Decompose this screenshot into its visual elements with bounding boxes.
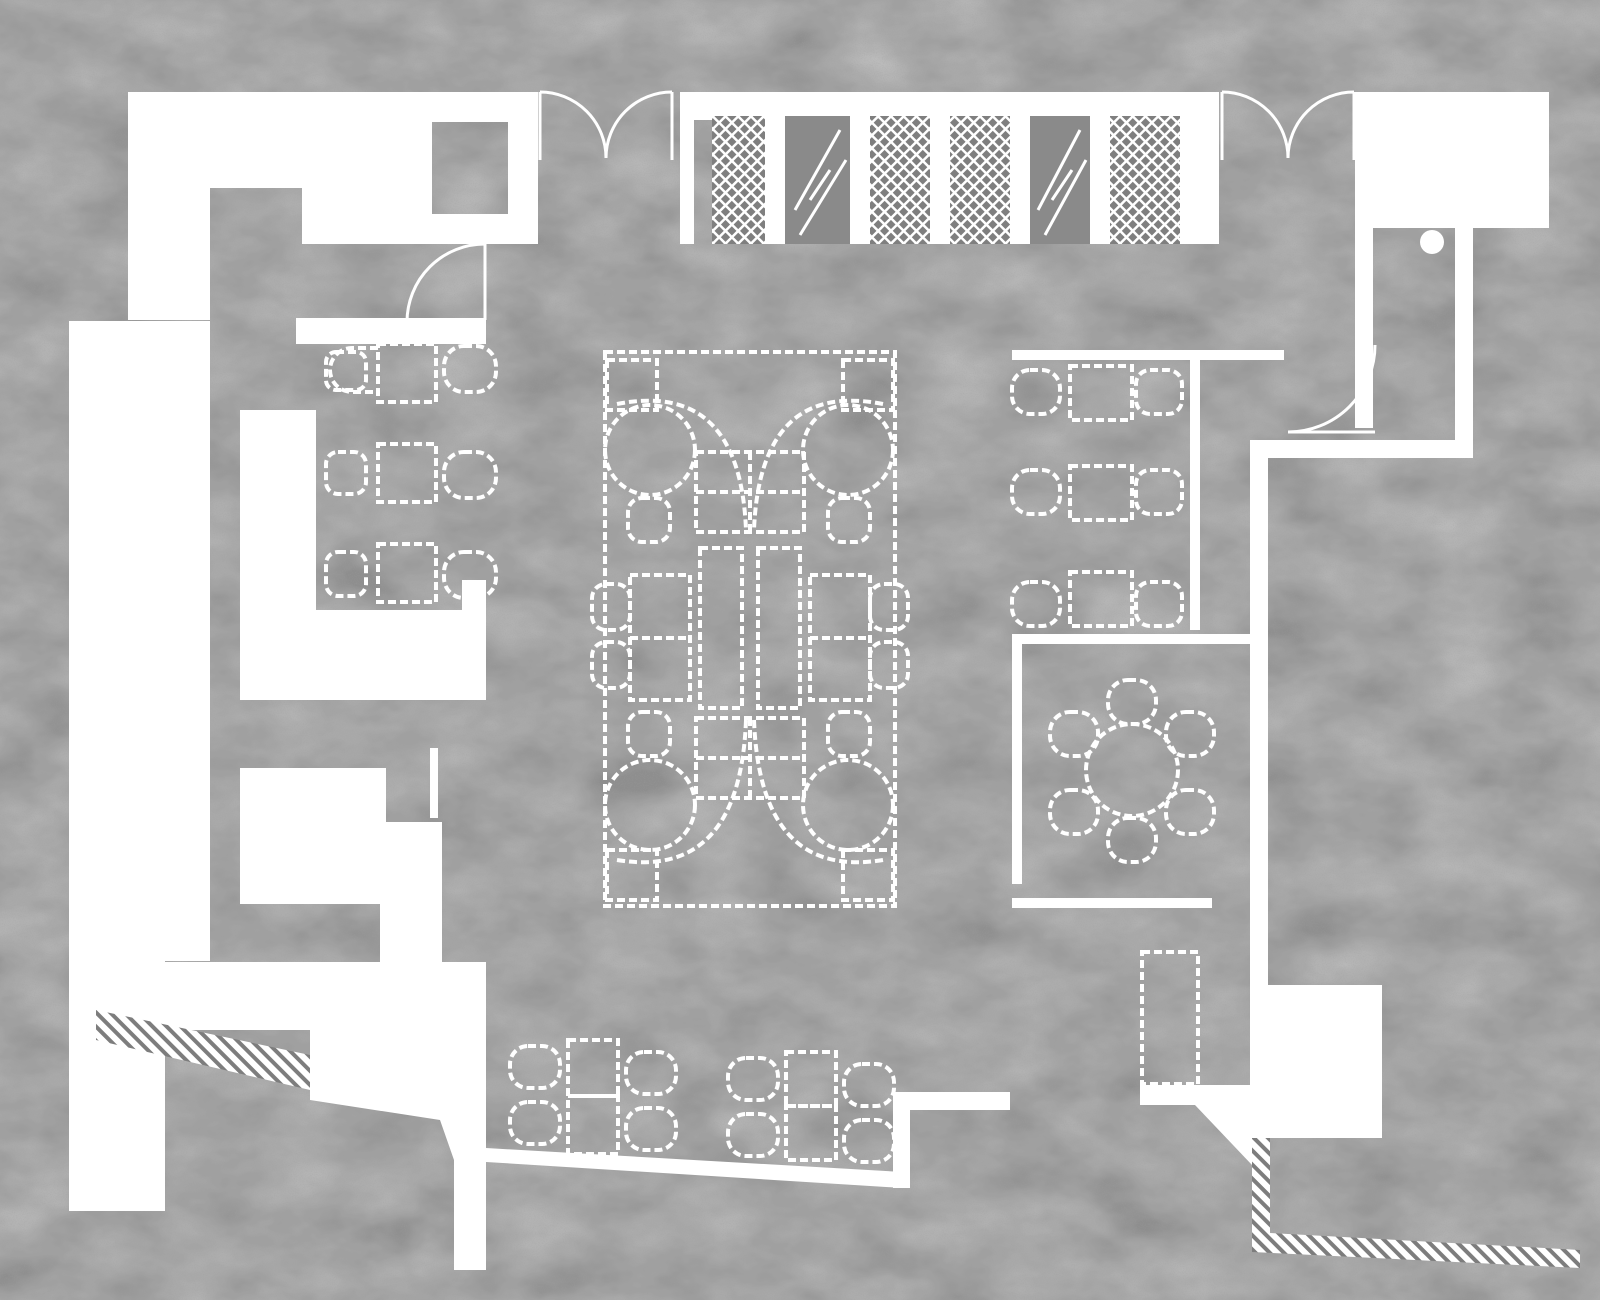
booth-table — [1010, 364, 1184, 422]
booth-table — [324, 342, 498, 404]
mesh-panel-icon — [1110, 116, 1180, 244]
booth-table — [1010, 570, 1184, 628]
door-swing-icon — [1287, 344, 1377, 434]
walls — [69, 92, 1580, 1270]
booth-table — [324, 442, 498, 504]
mesh-panel-icon — [712, 116, 765, 244]
glass-panel-icon — [785, 116, 850, 244]
booth-group — [508, 1038, 678, 1156]
booth-group — [726, 1050, 896, 1164]
door-swing-icon — [1220, 90, 1356, 160]
door-swing-icon — [405, 242, 487, 323]
left-booths — [324, 342, 498, 604]
glass-panel-icon — [1030, 116, 1090, 244]
bottom-booths — [508, 1038, 896, 1164]
mesh-panel-icon — [950, 116, 1010, 244]
service-counter — [1140, 950, 1200, 1086]
right-booths — [1010, 364, 1184, 628]
booth-table — [324, 542, 498, 604]
doors — [405, 90, 1444, 434]
round-table-six — [1048, 678, 1216, 864]
mesh-panel-icon — [870, 116, 930, 244]
booth-table — [1010, 464, 1184, 522]
door-swing-icon — [538, 90, 674, 160]
center-island — [590, 350, 910, 908]
window-panels — [712, 116, 1180, 244]
